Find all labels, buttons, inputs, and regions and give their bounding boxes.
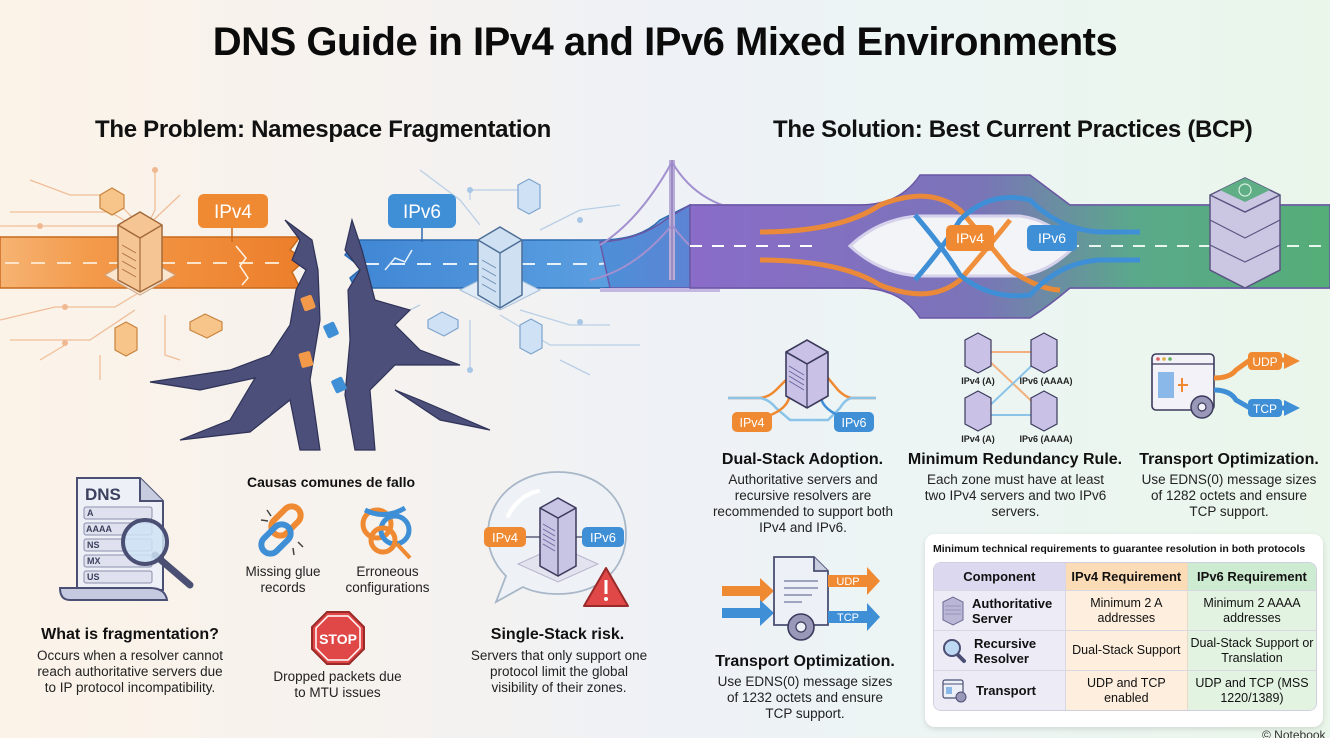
svg-text:IPv4: IPv4 — [739, 416, 764, 430]
ipv6-server-icon — [458, 226, 542, 311]
svg-text:UDP: UDP — [1252, 355, 1277, 369]
solution-ipv6-tag: IPv6 — [1027, 225, 1077, 251]
transport-top-title: Transport Optimization. — [1139, 451, 1319, 468]
header-ipv6: IPv6 Requirement — [1187, 563, 1316, 590]
svg-text:IPv4: IPv4 — [956, 230, 984, 246]
ipv4-requirement: Minimum 2 A addresses — [1065, 590, 1188, 630]
magnifier-icon — [943, 638, 966, 663]
server-icon — [942, 595, 964, 626]
problem-ipv6-tag: IPv6 — [388, 194, 456, 242]
transport-bottom-text: Use EDNS(0) message sizes of 1232 octets… — [717, 674, 893, 721]
transport-bottom-title: Transport Optimization. — [715, 653, 895, 670]
broken-chain-icon — [258, 503, 304, 557]
dual-stack-server-icon: IPv4 IPv6 — [728, 339, 876, 432]
cause-dropped-packets-label: Dropped packets due to MTU issues — [273, 669, 402, 700]
ipv6-data-cube-icons — [427, 178, 543, 355]
ipv4-server-icon — [103, 211, 177, 296]
ipv4-data-cube-icons — [99, 187, 223, 357]
svg-text:IPv4: IPv4 — [492, 530, 518, 545]
ipv6-requirement: Dual-Stack Support or Translation — [1187, 630, 1316, 670]
gear-icon — [1190, 395, 1214, 419]
header-ipv4: IPv4 Requirement — [1065, 563, 1188, 590]
watermark: © Notebook — [1262, 728, 1326, 738]
svg-text:UDP: UDP — [836, 576, 859, 588]
svg-text:IPv6 (AAAA): IPv6 (AAAA) — [1019, 434, 1072, 444]
svg-text:IPv4 (A): IPv4 (A) — [961, 376, 995, 386]
svg-text:TCP: TCP — [837, 612, 859, 624]
single-stack-text: Servers that only support one protocol l… — [470, 648, 648, 695]
svg-text:STOP: STOP — [319, 631, 357, 647]
dns-doc-label: DNS — [85, 485, 121, 504]
fragmentation-title: What is fragmentation? — [41, 626, 219, 643]
dual-stack-text: Authoritative servers and recursive reso… — [712, 472, 894, 535]
dns-document-icon: DNS A AAAA NS MX US — [58, 477, 194, 601]
table-row: Recursive Resolver Dual-Stack Support Du… — [934, 630, 1316, 670]
tangled-knot-icon — [360, 505, 412, 560]
svg-text:IPv6 (AAAA): IPv6 (AAAA) — [1019, 376, 1072, 386]
dual-stack-title: Dual-Stack Adoption. — [721, 451, 884, 468]
svg-text:MX: MX — [87, 556, 101, 566]
solution-ipv4-tag: IPv4 — [946, 225, 994, 251]
single-stack-title: Single-Stack risk. — [490, 626, 625, 643]
warning-icon — [583, 567, 629, 607]
svg-text:AAAA: AAAA — [86, 524, 112, 534]
falling-packets — [298, 294, 347, 394]
single-stack-bubble: IPv4 IPv6 — [484, 471, 629, 607]
header-component: Component — [934, 563, 1066, 590]
server-icon — [539, 497, 577, 577]
magnifier-icon — [121, 518, 194, 589]
redundancy-text: Each zone must have at least two IPv4 se… — [924, 472, 1107, 519]
cause-missing-glue-label: Missing glue records — [245, 564, 321, 595]
transport-window-icon — [942, 678, 967, 702]
svg-text:IPv6: IPv6 — [403, 202, 441, 223]
ipv4-requirement: Dual-Stack Support — [1065, 630, 1188, 670]
transport-document-icon: UDP TCP — [722, 556, 880, 641]
svg-text:IPv4 (A): IPv4 (A) — [961, 434, 995, 444]
redundancy-title: Minimum Redundancy Rule. — [907, 451, 1123, 468]
svg-text:A: A — [87, 508, 94, 518]
redundancy-diagram: IPv4 (A) IPv6 (AAAA) IPv4 (A) IPv6 (AAAA… — [961, 332, 1073, 444]
namespace-crack — [149, 217, 491, 451]
svg-text:IPv6: IPv6 — [841, 416, 866, 430]
ipv4-requirement: UDP and TCP enabled — [1065, 670, 1188, 710]
svg-text:TCP: TCP — [1253, 402, 1277, 416]
hero-illustration: IPv4 IPv6 — [0, 160, 1330, 451]
solution-server-stack-icon — [1209, 177, 1281, 289]
ipv6-requirement: Minimum 2 AAAA addresses — [1187, 590, 1316, 630]
svg-text:IPv4: IPv4 — [214, 202, 252, 223]
problem-ipv4-tag: IPv4 — [198, 194, 268, 242]
server-icon — [964, 332, 1058, 432]
ipv6-requirement: UDP and TCP (MSS 1220/1389) — [1187, 670, 1316, 710]
svg-text:NS: NS — [87, 540, 100, 550]
requirements-card: Minimum technical requirements to guaran… — [925, 534, 1323, 727]
table-row: Transport UDP and TCP enabled UDP and TC… — [934, 670, 1316, 710]
table-header-row: Component IPv4 Requirement IPv6 Requirem… — [934, 563, 1316, 590]
page-title: DNS Guide in IPv4 and IPv6 Mixed Environ… — [212, 20, 1118, 64]
svg-text:IPv6: IPv6 — [1038, 230, 1066, 246]
cause-erroneous-config-label: Erroneous configurations — [345, 564, 430, 595]
component-label: Transport — [976, 683, 1036, 698]
solution-heading: The Solution: Best Current Practices (BC… — [773, 116, 1253, 143]
requirements-table: Component IPv4 Requirement IPv6 Requirem… — [933, 562, 1317, 711]
transport-window-icon: UDP TCP — [1151, 352, 1300, 419]
problem-heading: The Problem: Namespace Fragmentation — [95, 116, 551, 143]
svg-text:US: US — [87, 572, 100, 582]
component-label: Recursive Resolver — [974, 635, 1037, 666]
component-label: Authoritative Server — [972, 595, 1053, 626]
transport-top-text: Use EDNS(0) message sizes of 1282 octets… — [1141, 472, 1317, 519]
gear-icon — [787, 613, 815, 641]
table-row: Authoritative Server Minimum 2 A address… — [934, 590, 1316, 630]
requirements-caption: Minimum technical requirements to guaran… — [933, 543, 1306, 555]
fragmentation-text: Occurs when a resolver cannot reach auth… — [36, 648, 224, 695]
stop-sign-icon: STOP — [311, 611, 365, 665]
svg-text:IPv6: IPv6 — [590, 530, 616, 545]
causes-title: Causas comunes de fallo — [247, 474, 416, 490]
